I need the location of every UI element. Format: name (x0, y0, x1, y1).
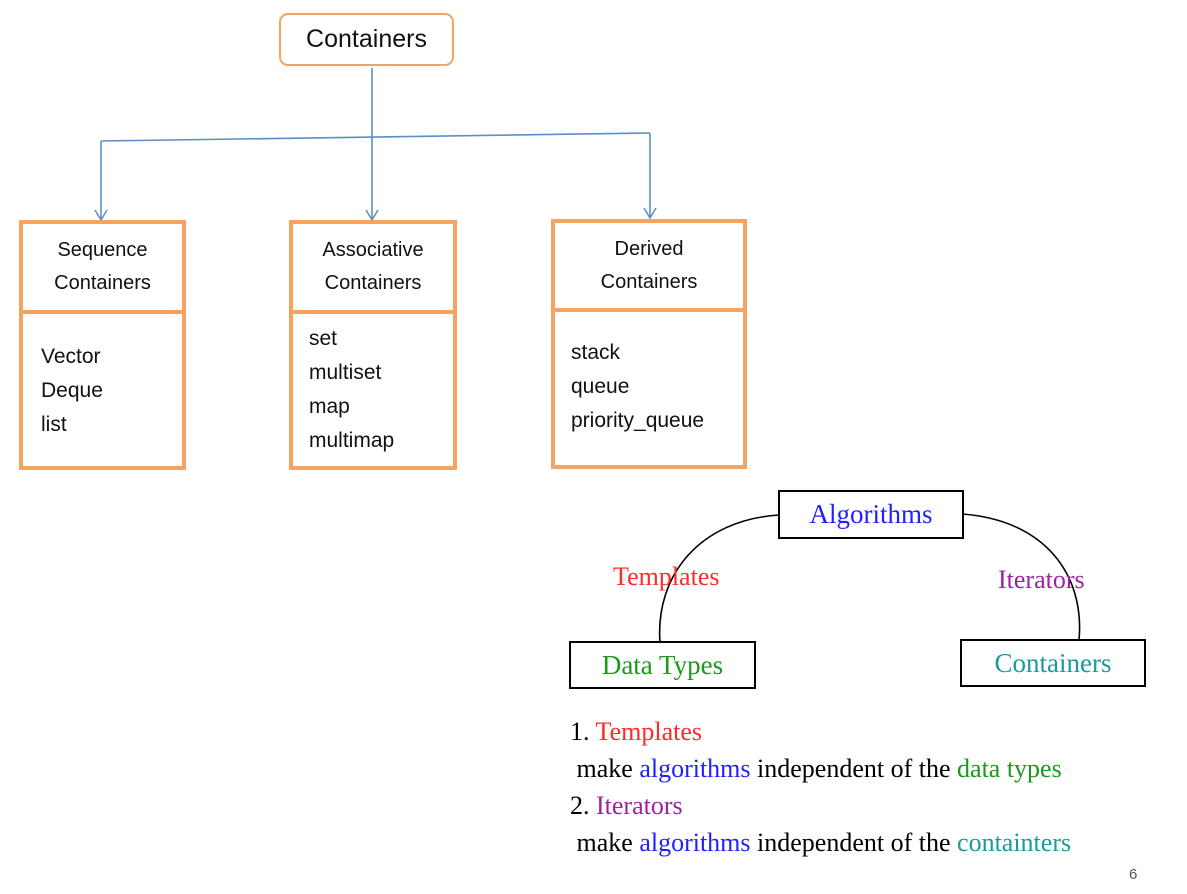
category-title: Containers (54, 272, 151, 294)
list-item: queue (571, 375, 630, 398)
sequence-containers-header: Sequence Containers (23, 224, 182, 314)
category-title: Sequence (57, 239, 148, 261)
note-word: make (576, 754, 633, 783)
containers-root-label: Containers (306, 25, 427, 53)
associative-containers-list: set multiset map multimap (293, 314, 453, 458)
list-item: set (309, 327, 338, 350)
containers-target-box: Containers (960, 639, 1146, 687)
associative-containers-header: Associative Containers (293, 224, 453, 314)
templates-edge-label: Templates (613, 562, 720, 591)
list-item: Vector (41, 345, 101, 368)
arc-templates (658, 514, 780, 644)
note-keyword: data types (957, 754, 1062, 783)
note-word: independent of the (757, 754, 951, 783)
list-item: list (41, 413, 67, 436)
derived-containers-list: stack queue priority_queue (555, 312, 743, 438)
list-item: multimap (309, 429, 395, 452)
note-number: 1. (570, 717, 590, 746)
note-2-text: make algorithms independent of the conta… (570, 824, 1072, 861)
relation-arcs (658, 513, 1081, 644)
algorithms-label: Algorithms (809, 499, 933, 529)
arc-iterators (961, 513, 1081, 641)
containers-root-box: Containers (279, 13, 454, 66)
tree-connectors (101, 68, 650, 220)
list-item: multiset (309, 361, 382, 384)
category-title: Containers (324, 272, 422, 294)
category-title: Associative (322, 239, 424, 261)
list-item: stack (571, 341, 621, 364)
notes-block: 1. Templates make algorithms independent… (570, 713, 1071, 861)
containers-target-label: Containers (994, 647, 1112, 678)
sequence-containers-list: Vector Deque list (23, 314, 182, 442)
list-item: map (309, 395, 350, 418)
data-types-box: Data Types (569, 641, 756, 689)
note-keyword: algorithms (639, 754, 751, 783)
note-keyword: Iterators (596, 791, 683, 820)
note-number: 2. (570, 791, 590, 820)
sequence-containers-box: Sequence Containers Vector Deque list (19, 220, 186, 470)
category-title: Containers (600, 270, 698, 293)
note-1-text: make algorithms independent of the data … (570, 750, 1071, 787)
note-keyword: containters (957, 828, 1072, 857)
note-word: independent of the (757, 828, 951, 857)
note-word: make (576, 828, 633, 857)
branch-bar (100, 132, 651, 142)
note-1-title: 1. Templates (570, 713, 1071, 750)
note-keyword: algorithms (639, 828, 751, 857)
data-types-label: Data Types (601, 649, 724, 680)
page-number: 6 (1129, 866, 1138, 883)
algorithms-box: Algorithms (778, 490, 964, 539)
derived-containers-box: Derived Containers stack queue priority_… (551, 219, 747, 469)
category-title: Derived (614, 237, 684, 260)
derived-containers-header: Derived Containers (555, 223, 743, 312)
list-item: Deque (41, 379, 103, 402)
note-keyword: Templates (595, 717, 703, 746)
note-2-title: 2. Iterators (570, 787, 1071, 824)
list-item: priority_queue (571, 409, 705, 432)
associative-containers-box: Associative Containers set multiset map … (289, 220, 457, 470)
iterators-edge-label: Iterators (998, 565, 1085, 594)
